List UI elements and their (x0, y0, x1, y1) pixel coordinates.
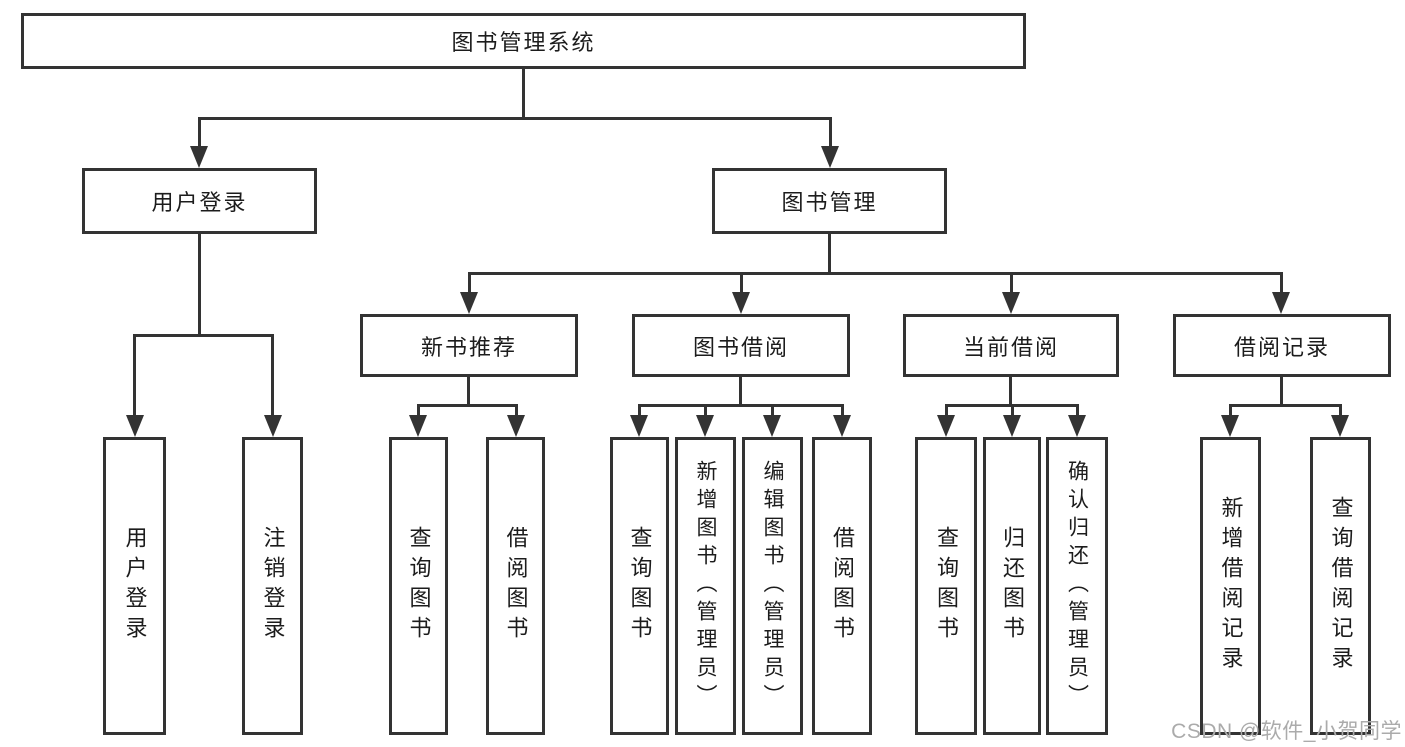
connector-line (1280, 272, 1283, 295)
leaf-add-borrow-record-label: 新增借阅记录 (1218, 496, 1244, 676)
node-borrowing-records: 借阅记录 (1173, 314, 1391, 377)
arrow-down-icon (696, 415, 714, 437)
arrow-down-icon (937, 415, 955, 437)
connector-line (133, 334, 136, 419)
leaf-borrow-books-recommend: 借阅图书 (486, 437, 545, 735)
connector-line (1011, 404, 1014, 419)
connector-line (522, 66, 525, 120)
connector-line (771, 404, 774, 419)
leaf-query-borrow-record: 查询借阅记录 (1310, 437, 1371, 735)
connector-line (1339, 404, 1342, 419)
node-current-borrowing: 当前借阅 (903, 314, 1119, 377)
node-root-label: 图书管理系统 (451, 30, 596, 55)
node-new-book-recommend-label: 新书推荐 (420, 334, 517, 360)
leaf-add-borrow-record: 新增借阅记录 (1200, 437, 1261, 735)
connector-line (271, 334, 274, 419)
arrow-down-icon (460, 292, 478, 314)
node-book-borrowing: 图书借阅 (632, 314, 850, 377)
connector-line (515, 404, 518, 419)
arrow-down-icon (507, 415, 525, 437)
arrow-down-icon (1221, 415, 1239, 437)
connector-line (467, 377, 470, 407)
leaf-confirm-return-admin-label: 确认归还（管理员） (1065, 460, 1089, 712)
connector-line (841, 404, 844, 419)
node-user-login-label: 用户登录 (151, 190, 248, 215)
connector-line (468, 272, 471, 295)
connector-line (638, 404, 641, 419)
arrow-down-icon (1331, 415, 1349, 437)
leaf-query-books-recommend-label: 查询图书 (406, 526, 432, 646)
leaf-edit-book-admin-label: 编辑图书（管理员） (761, 460, 784, 712)
arrow-down-icon (1272, 292, 1290, 314)
leaf-borrow-books-recommend-label: 借阅图书 (503, 526, 529, 646)
leaf-edit-book-admin: 编辑图书（管理员） (742, 437, 803, 735)
node-borrowing-records-label: 借阅记录 (1233, 334, 1330, 360)
connector-line (417, 404, 518, 407)
connector-line (417, 404, 420, 419)
arrow-down-icon (630, 415, 648, 437)
arrow-down-icon (763, 415, 781, 437)
connector-line (704, 404, 707, 419)
arrow-down-icon (190, 146, 208, 168)
connector-line (198, 117, 832, 120)
leaf-user-login-label: 用户登录 (122, 526, 148, 646)
leaf-return-books-label: 归还图书 (1000, 526, 1025, 646)
leaf-query-books-borrowing: 查询图书 (610, 437, 669, 735)
leaf-borrow-books-borrowing: 借阅图书 (812, 437, 872, 735)
connector-line (133, 334, 274, 337)
leaf-return-books: 归还图书 (983, 437, 1041, 735)
leaf-query-books-current: 查询图书 (915, 437, 977, 735)
arrow-down-icon (264, 415, 282, 437)
connector-line (1010, 272, 1013, 295)
leaf-logout-label: 注销登录 (260, 526, 286, 646)
leaf-add-book-admin: 新增图书（管理员） (675, 437, 736, 735)
connector-line (638, 404, 844, 407)
connector-line (198, 117, 201, 149)
connector-line (829, 117, 832, 149)
arrow-down-icon (833, 415, 851, 437)
node-book-management: 图书管理 (712, 168, 947, 234)
node-book-management-label: 图书管理 (781, 190, 878, 215)
connector-line (740, 272, 743, 295)
leaf-user-login: 用户登录 (103, 437, 166, 735)
connector-line (468, 272, 1283, 275)
arrow-down-icon (1002, 292, 1020, 314)
arrow-down-icon (409, 415, 427, 437)
connector-line (1076, 404, 1079, 419)
connector-line (198, 234, 201, 337)
node-user-login: 用户登录 (82, 168, 317, 234)
arrow-down-icon (1068, 415, 1086, 437)
leaf-query-borrow-record-label: 查询借阅记录 (1328, 496, 1354, 676)
connector-line (1009, 377, 1012, 407)
leaf-query-books-recommend: 查询图书 (389, 437, 448, 735)
node-current-borrowing-label: 当前借阅 (962, 334, 1059, 360)
arrow-down-icon (732, 292, 750, 314)
leaf-borrow-books-borrowing-label: 借阅图书 (830, 526, 855, 646)
node-new-book-recommend: 新书推荐 (360, 314, 578, 377)
arrow-down-icon (126, 415, 144, 437)
connector-line (945, 404, 948, 419)
node-root: 图书管理系统 (21, 13, 1026, 69)
leaf-confirm-return-admin: 确认归还（管理员） (1046, 437, 1108, 735)
node-book-borrowing-label: 图书借阅 (692, 334, 789, 360)
arrow-down-icon (821, 146, 839, 168)
watermark: CSDN @软件_小贺同学 (1171, 720, 1402, 743)
connector-line (1229, 404, 1232, 419)
arrow-down-icon (1003, 415, 1021, 437)
connector-line (1280, 377, 1283, 407)
leaf-logout: 注销登录 (242, 437, 303, 735)
leaf-add-book-admin-label: 新增图书（管理员） (694, 460, 717, 712)
connector-line (1229, 404, 1342, 407)
connector-line (828, 234, 831, 275)
leaf-query-books-current-label: 查询图书 (934, 526, 959, 646)
connector-line (739, 377, 742, 407)
leaf-query-books-borrowing-label: 查询图书 (627, 526, 653, 646)
